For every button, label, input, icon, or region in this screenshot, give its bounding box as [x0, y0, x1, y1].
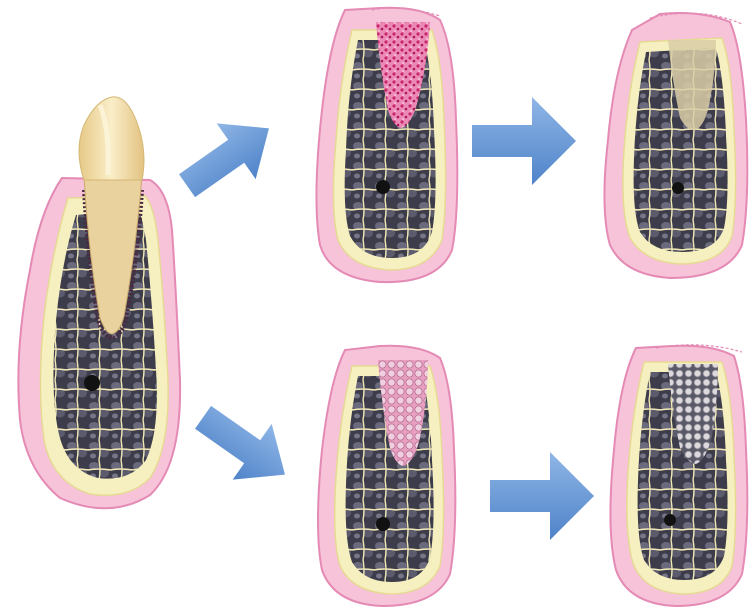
right-arrow-icon — [184, 389, 305, 502]
socket-graft-fresh — [316, 8, 457, 282]
right-arrow-icon — [472, 97, 576, 185]
nerve-canal — [664, 514, 676, 526]
nerve-canal — [376, 180, 390, 194]
tooth-crown — [79, 97, 144, 180]
socket-beads-healed — [610, 345, 747, 606]
socket-graft-healed — [604, 13, 747, 278]
socket-beads-fresh — [318, 346, 455, 606]
nerve-canal — [376, 517, 390, 531]
right-arrow-icon — [490, 452, 594, 540]
right-arrow-icon — [168, 100, 289, 213]
extraction-socket-with-tooth — [18, 97, 180, 508]
nerve-canal — [672, 182, 684, 194]
nerve-canal — [84, 375, 100, 391]
